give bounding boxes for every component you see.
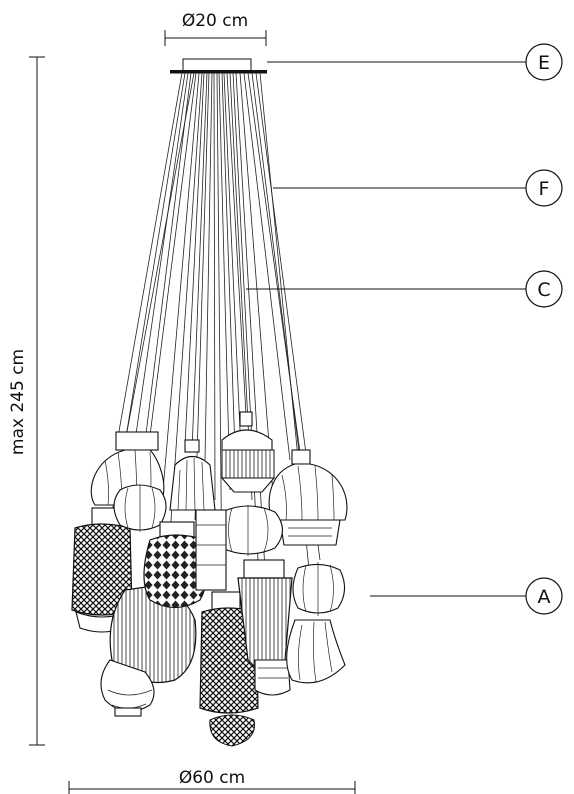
callout-a: A bbox=[370, 577, 563, 615]
callout-a-letter: A bbox=[538, 586, 551, 608]
top-diameter-label: Ø20 cm bbox=[182, 11, 248, 31]
diamond-pattern-shade bbox=[143, 521, 209, 609]
callout-f: F bbox=[273, 169, 563, 207]
tulip-bell-shade-right bbox=[286, 619, 346, 684]
callout-f-letter: F bbox=[539, 178, 550, 200]
lantern-shade-top-center bbox=[220, 411, 276, 493]
callout-e: E bbox=[267, 43, 563, 81]
dome-shade-back-right bbox=[268, 449, 348, 546]
ribbed-onion-shade-left bbox=[113, 484, 167, 532]
bottom-diameter-label: Ø60 cm bbox=[179, 768, 245, 788]
ceiling-canopy bbox=[170, 58, 267, 74]
fluted-shade-center bbox=[169, 439, 216, 511]
column-shade-center bbox=[195, 509, 227, 591]
bottom-diameter-dimension: Ø60 cm bbox=[68, 768, 356, 794]
height-dimension: max 245 cm bbox=[8, 56, 45, 746]
height-label: max 245 cm bbox=[8, 349, 28, 455]
pendant-cluster bbox=[71, 411, 348, 747]
ribbed-onion-shade-far-right bbox=[292, 562, 346, 616]
top-diameter-dimension: Ø20 cm bbox=[164, 11, 267, 46]
callout-c: C bbox=[246, 270, 563, 308]
mesh-cylinder-shade-center bbox=[199, 591, 259, 747]
striped-flared-shade bbox=[237, 559, 293, 696]
callout-e-letter: E bbox=[538, 52, 550, 74]
callout-c-letter: C bbox=[537, 279, 550, 301]
striped-pumpkin-shade bbox=[100, 584, 197, 717]
